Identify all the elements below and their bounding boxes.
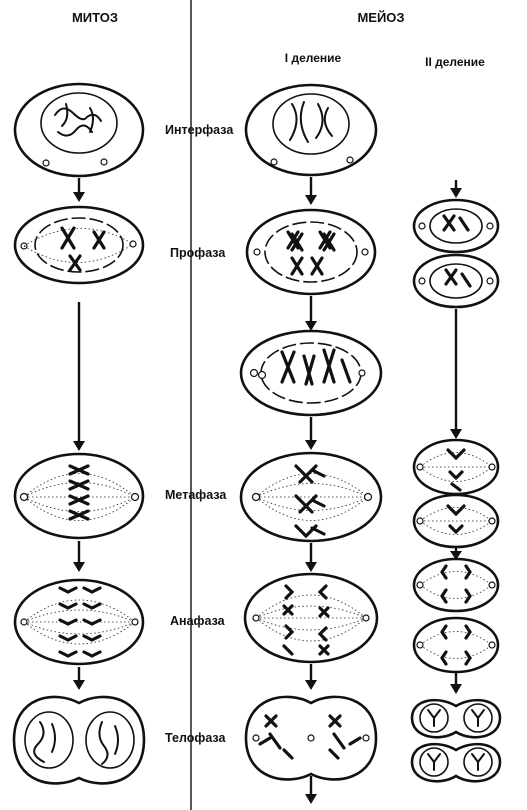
- header-division-2: II деление: [425, 55, 485, 69]
- meiosis1-late-prophase-cell: [239, 329, 383, 417]
- meiosis1-arrows: [305, 177, 317, 804]
- meiosis2-prophase-cell-bottom: [412, 253, 500, 309]
- mitosis-metaphase-cell: [13, 452, 145, 540]
- header-mitosis: МИТОЗ: [72, 10, 118, 25]
- mitosis-anaphase-cell: [13, 578, 145, 666]
- meiosis2-telophase-cells-top: [410, 698, 502, 739]
- header-meiosis: МЕЙОЗ: [357, 10, 404, 25]
- meiosis1-interphase-cell: [244, 83, 378, 177]
- meiosis2-telophase-cells-bottom: [410, 742, 502, 783]
- meiosis2-anaphase-cell-top: [412, 557, 500, 613]
- meiosis2-anaphase-cell-bottom: [412, 616, 500, 674]
- meiosis2-metaphase-cell-top: [412, 438, 500, 496]
- mitosis-arrows: [73, 178, 85, 690]
- meiosis2-metaphase-cell-bottom: [412, 493, 500, 549]
- label-anaphase: Анафаза: [170, 614, 226, 628]
- meiosis2-prophase-cell-top: [412, 198, 500, 254]
- meiosis2-arrows: [450, 180, 462, 694]
- meiosis1-prophase-cell: [245, 208, 377, 296]
- meiosis1-anaphase-cell: [243, 572, 379, 664]
- label-prophase: Профаза: [170, 246, 226, 260]
- mitosis-interphase-cell: [13, 82, 145, 178]
- label-metaphase: Метафаза: [165, 488, 227, 502]
- meiosis1-metaphase-cell: [239, 451, 383, 543]
- mitosis-prophase-cell: [13, 205, 145, 285]
- label-interphase: Интерфаза: [165, 123, 234, 137]
- header-division-1: I деление: [285, 51, 342, 65]
- mitosis-telophase-cell: [12, 695, 146, 785]
- label-telophase: Телофаза: [165, 731, 226, 745]
- meiosis1-telophase-cell: [244, 695, 378, 781]
